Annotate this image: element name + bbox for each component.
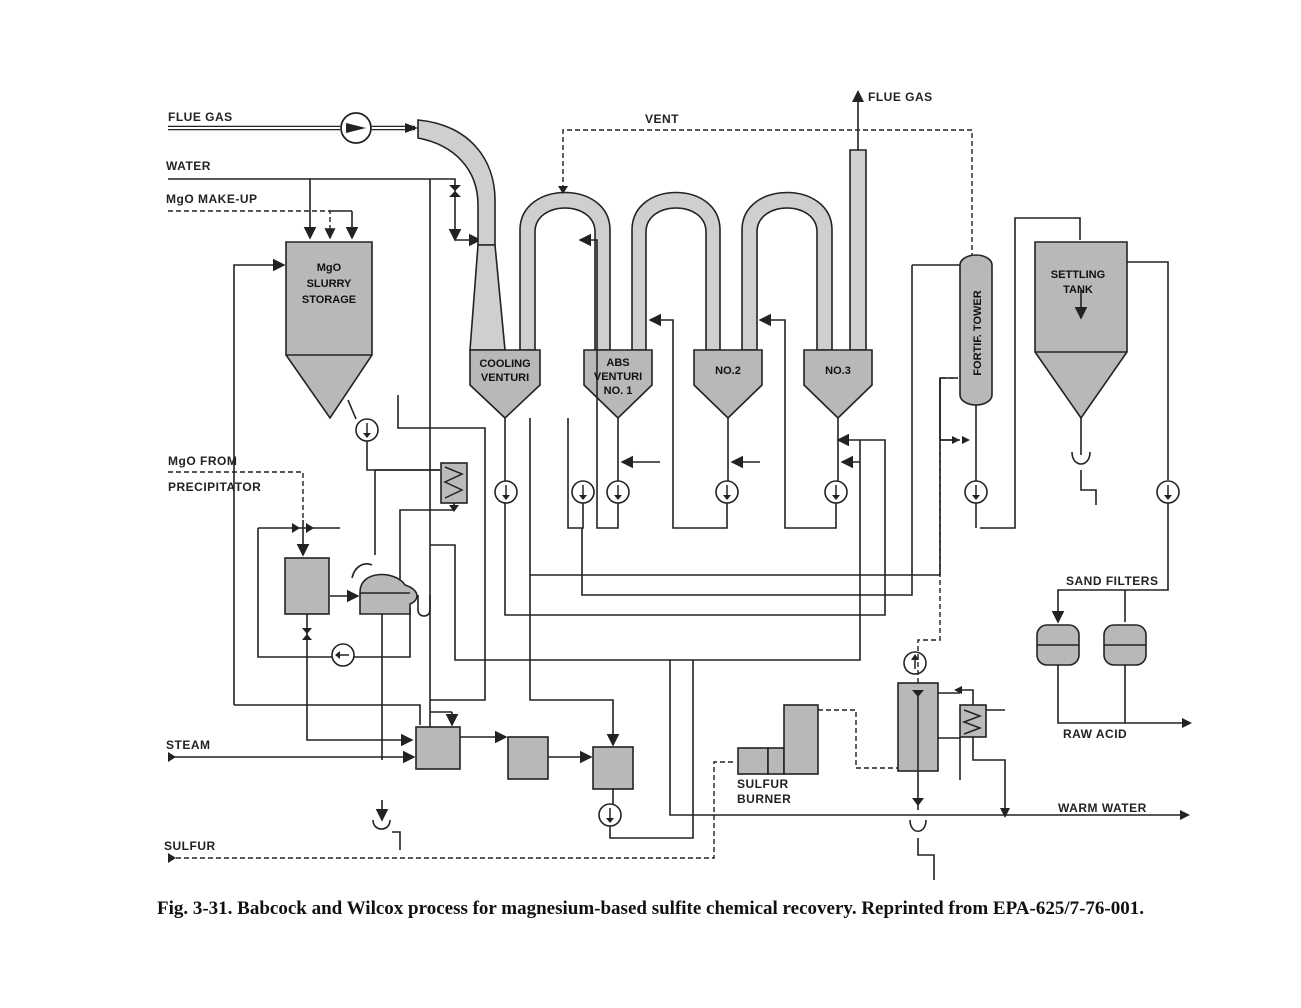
u-duct-3 <box>741 191 833 351</box>
abs-venturi-label: VENTURI <box>594 371 642 383</box>
sulfur-line <box>168 761 734 863</box>
absorber <box>897 377 961 880</box>
pump-icon <box>824 480 848 504</box>
venturi-no2 <box>693 349 763 420</box>
slurry-storage-label: STORAGE <box>302 294 356 306</box>
cooling-venturi-label: COOLING <box>479 358 530 370</box>
venturi-no2-label: NO.2 <box>715 365 741 377</box>
abs-venturi-label: ABS <box>606 357 629 369</box>
mgo-makeup-line <box>168 210 359 240</box>
water-line <box>168 178 482 740</box>
sand-filters-label: SAND FILTERS <box>1066 574 1158 588</box>
cooling-venturi-label: VENTURI <box>481 372 529 384</box>
settling-tank-label: SETTLING <box>1051 269 1105 281</box>
warm-water-label: WARM WATER <box>1058 801 1147 815</box>
mgo-from-label: MgO FROM <box>168 454 237 468</box>
cooling-venturi <box>469 349 541 420</box>
pump-icon <box>964 480 988 504</box>
trap-icon <box>372 819 391 830</box>
fortification-tower-label: FORTIF. TOWER <box>972 290 984 375</box>
sand-filter-lines <box>1051 503 1192 728</box>
sulfur-burner <box>737 704 819 775</box>
sulfur-label: SULFUR <box>164 839 216 853</box>
drain-trap <box>417 595 431 617</box>
pump-icon <box>331 643 355 667</box>
settling-tank-label: TANK <box>1063 284 1093 296</box>
sand-filter <box>1103 624 1147 666</box>
pump-icon <box>715 480 739 504</box>
pump-icon <box>1156 480 1180 504</box>
slurry-tank <box>284 557 414 747</box>
blower-icon <box>903 651 927 675</box>
calciner <box>507 736 549 780</box>
flue-gas-inlet-line <box>168 123 418 133</box>
so2-gas-line <box>818 709 898 769</box>
pump-icon <box>598 803 622 827</box>
mgo-slurry-storage <box>285 241 373 420</box>
fan-icon <box>340 112 372 144</box>
pump-icon <box>355 418 379 442</box>
u-duct-2 <box>631 191 721 351</box>
centrifuge-icon <box>351 563 418 615</box>
pump-icon <box>571 480 595 504</box>
vent-line <box>562 129 973 255</box>
steam-label: STEAM <box>166 738 211 752</box>
precipitator-label: PRECIPITATOR <box>168 480 261 494</box>
steam-line <box>168 750 416 764</box>
sulfur-burner-label: SULFUR <box>737 777 789 791</box>
flue-gas-inlet-label: FLUE GAS <box>168 110 233 124</box>
settling-tank <box>1034 241 1128 505</box>
slurry-return-line <box>233 258 286 705</box>
warm-water-line <box>714 808 1190 820</box>
flue-gas-outlet-label: FLUE GAS <box>868 90 933 104</box>
inlet-duct <box>417 119 506 351</box>
slurry-return-line <box>234 704 421 725</box>
settling-overflow-line <box>1127 261 1169 480</box>
abs-venturi-no1 <box>583 349 653 420</box>
sand-filter <box>1036 624 1080 666</box>
slurry-storage-label: SLURRY <box>307 278 352 290</box>
figure-caption: Fig. 3-31. Babcock and Wilcox process fo… <box>156 898 1145 919</box>
pump-icon <box>606 480 630 504</box>
cooler-heat-exchanger-icon <box>954 686 1006 815</box>
venturi-no3 <box>803 349 873 420</box>
raw-acid-label: RAW ACID <box>1063 727 1127 741</box>
mgo-makeup-label: MgO MAKE-UP <box>166 192 258 206</box>
pump-icon <box>494 480 518 504</box>
stack <box>849 90 867 351</box>
dryer <box>415 711 461 770</box>
abs-venturi-label: NO. 1 <box>604 385 633 397</box>
acid-tank <box>529 575 694 839</box>
water-label: WATER <box>166 159 211 173</box>
settling-feed-line <box>980 217 1081 529</box>
heat-exchanger-icon <box>374 462 468 580</box>
sulfur-burner-label: BURNER <box>737 792 791 806</box>
vent-label: VENT <box>645 112 679 126</box>
slurry-storage-label: MgO <box>317 262 342 274</box>
gas-to-burner-line <box>669 660 714 816</box>
venturi-no3-label: NO.3 <box>825 365 851 377</box>
